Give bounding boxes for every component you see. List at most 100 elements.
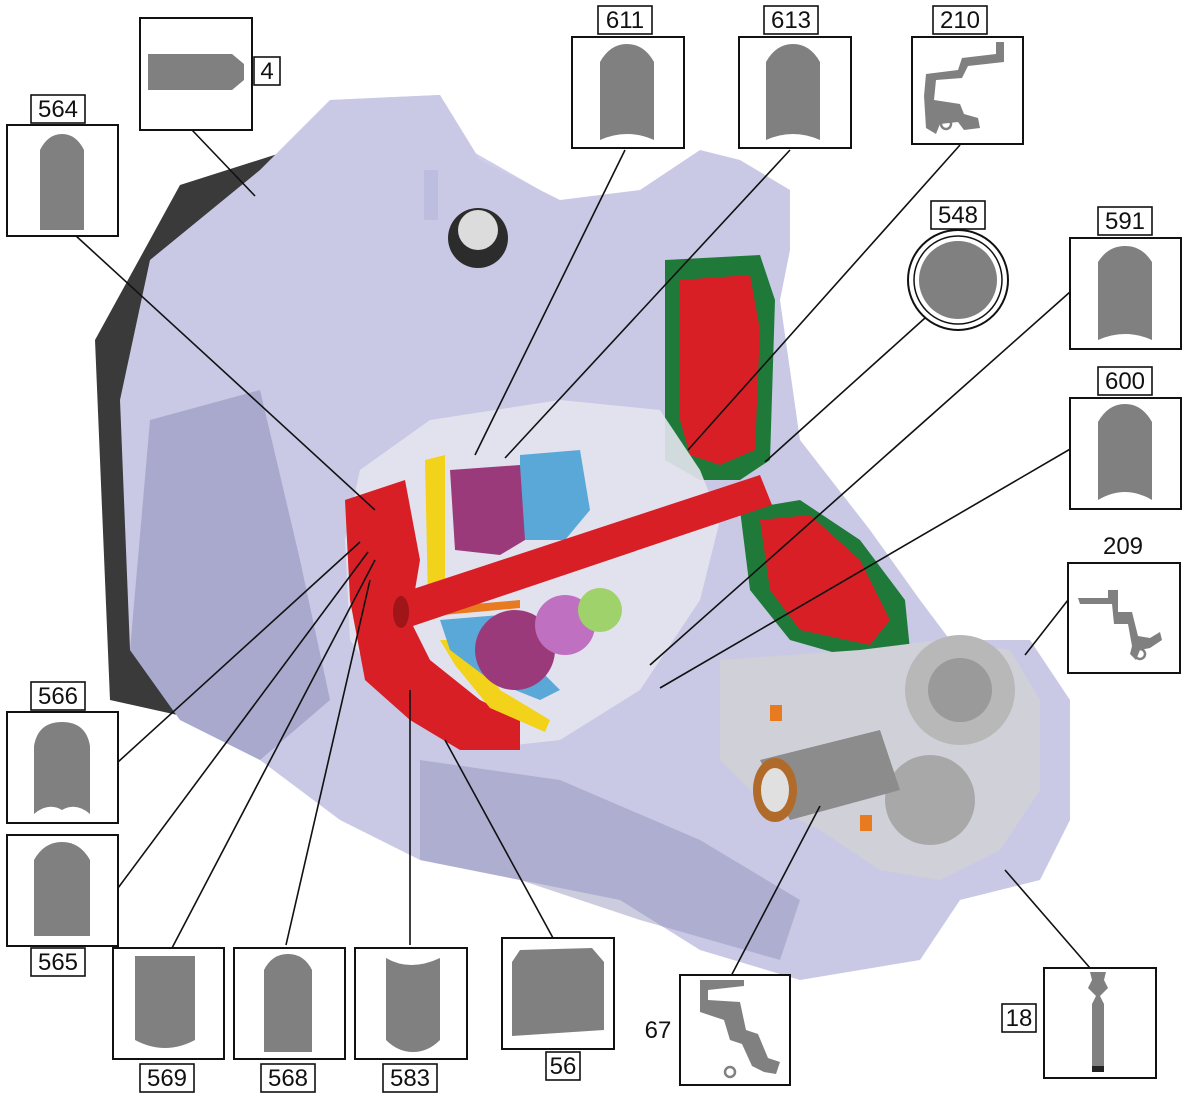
seal-profile-icon <box>1098 246 1152 340</box>
callout-569-label: 569 <box>147 1065 187 1092</box>
callout-209: 209 <box>1067 533 1181 674</box>
callout-566-label: 566 <box>38 683 78 710</box>
callout-613: 613 <box>738 5 852 149</box>
ring-gear <box>885 755 975 845</box>
leader-591 <box>649 291 1071 666</box>
seal-profile-icon <box>135 956 195 1048</box>
callout-564-label: 564 <box>38 96 78 123</box>
callout-210: 210 <box>911 5 1024 145</box>
seal-profile-icon <box>766 44 820 140</box>
callout-18-label-box <box>1001 1003 1037 1033</box>
callout-613-label-box <box>763 5 819 35</box>
callout-67: 67 <box>645 974 791 1086</box>
callout-210-label-box <box>932 5 988 35</box>
callout-600-label-box <box>1097 366 1153 396</box>
lip-seal-profile-icon <box>700 980 780 1074</box>
callout-611-label: 611 <box>606 7 644 34</box>
red-section-lower-right <box>760 515 890 645</box>
pin-tip <box>1092 1066 1104 1072</box>
callout-568-label: 568 <box>268 1065 308 1092</box>
leader-564 <box>74 234 376 511</box>
seal-profile-icon <box>600 44 654 140</box>
leader-611 <box>474 149 626 456</box>
callout-591-label: 591 <box>1105 208 1145 235</box>
output-seal-ring-inner <box>761 768 789 812</box>
seal-profile-icon <box>34 722 90 814</box>
seal-profile-icon <box>386 958 440 1052</box>
leader-613 <box>504 149 791 459</box>
callout-564-label-box <box>30 94 86 124</box>
lip-seal-spring-icon <box>939 117 953 131</box>
callout-611: 611 <box>571 5 685 149</box>
callout-591-label-box <box>1097 206 1153 236</box>
leader-210 <box>687 144 961 451</box>
seal-profile-icon <box>1098 404 1152 500</box>
filler-cap-top <box>458 210 498 250</box>
callout-569-label-box <box>139 1063 195 1093</box>
seal-profile-icon <box>34 842 90 936</box>
callout-56-label-box <box>545 1051 581 1081</box>
leader-67 <box>729 805 821 979</box>
seal-profile-icon <box>40 134 84 230</box>
lip-seal-profile-icon <box>924 42 1004 134</box>
callout-548-label: 548 <box>938 202 978 229</box>
pin-profile-icon <box>1088 972 1108 1070</box>
callout-591: 591 <box>1069 206 1182 350</box>
final-drive-orange-1 <box>770 705 782 721</box>
leader-4 <box>191 129 256 197</box>
callout-18-label: 18 <box>1006 1005 1033 1032</box>
lip-seal-spring-icon <box>723 1065 737 1079</box>
red-clutch-drum <box>345 480 520 750</box>
leader-565 <box>117 551 369 889</box>
green-gear <box>578 588 622 632</box>
leader-548 <box>764 317 926 463</box>
leader-lines <box>74 129 1091 979</box>
callout-56-label: 56 <box>550 1053 577 1080</box>
leader-56 <box>444 739 554 939</box>
callout-565: 565 <box>6 834 119 977</box>
callout-600-label: 600 <box>1105 368 1145 395</box>
callout-600: 600 <box>1069 366 1182 510</box>
callout-611-label-box <box>597 5 653 35</box>
magenta-gear-upper <box>450 465 525 555</box>
blue-section-upper <box>520 450 590 540</box>
leader-18 <box>1004 869 1091 969</box>
differential-gear-inner <box>928 658 992 722</box>
main-shaft <box>395 475 772 628</box>
leader-569 <box>171 559 376 949</box>
callout-566: 566 <box>6 681 119 824</box>
yellow-piston <box>425 455 480 612</box>
seal-profile-icon <box>264 954 312 1052</box>
final-drive-orange-2 <box>860 815 872 831</box>
o-ring-profile-icon <box>919 241 997 319</box>
callout-564: 564 <box>6 94 119 237</box>
callout-210-label: 210 <box>940 7 980 34</box>
callout-56: 56 <box>501 937 615 1081</box>
callout-548: 548 <box>907 200 1009 331</box>
callout-613-label: 613 <box>771 7 811 34</box>
square-seal-profile-icon <box>512 948 604 1036</box>
magenta-gear-lower <box>475 610 555 690</box>
callout-583-label-box <box>382 1063 438 1093</box>
leader-209 <box>1024 599 1069 656</box>
red-section-upper-right <box>680 275 760 465</box>
leader-566 <box>117 541 361 763</box>
callout-583-label: 583 <box>390 1065 430 1092</box>
callout-583: 583 <box>354 947 468 1093</box>
callout-569: 569 <box>112 947 225 1093</box>
lip-seal-profile-icon <box>1078 590 1162 660</box>
callout-4-label: 4 <box>260 58 273 85</box>
callout-4: 4 <box>139 17 281 131</box>
callout-565-label: 565 <box>38 949 78 976</box>
shaft-end <box>393 596 409 628</box>
lower-shadow <box>420 760 800 960</box>
housing-shadow <box>130 390 330 760</box>
top-housing-block <box>290 95 540 330</box>
callout-566-label-box <box>30 681 86 711</box>
stud <box>424 170 438 220</box>
callout-209-label: 209 <box>1103 533 1143 560</box>
plug-profile-icon <box>148 54 244 90</box>
callout-565-label-box <box>30 947 86 977</box>
callout-568: 568 <box>233 947 346 1093</box>
